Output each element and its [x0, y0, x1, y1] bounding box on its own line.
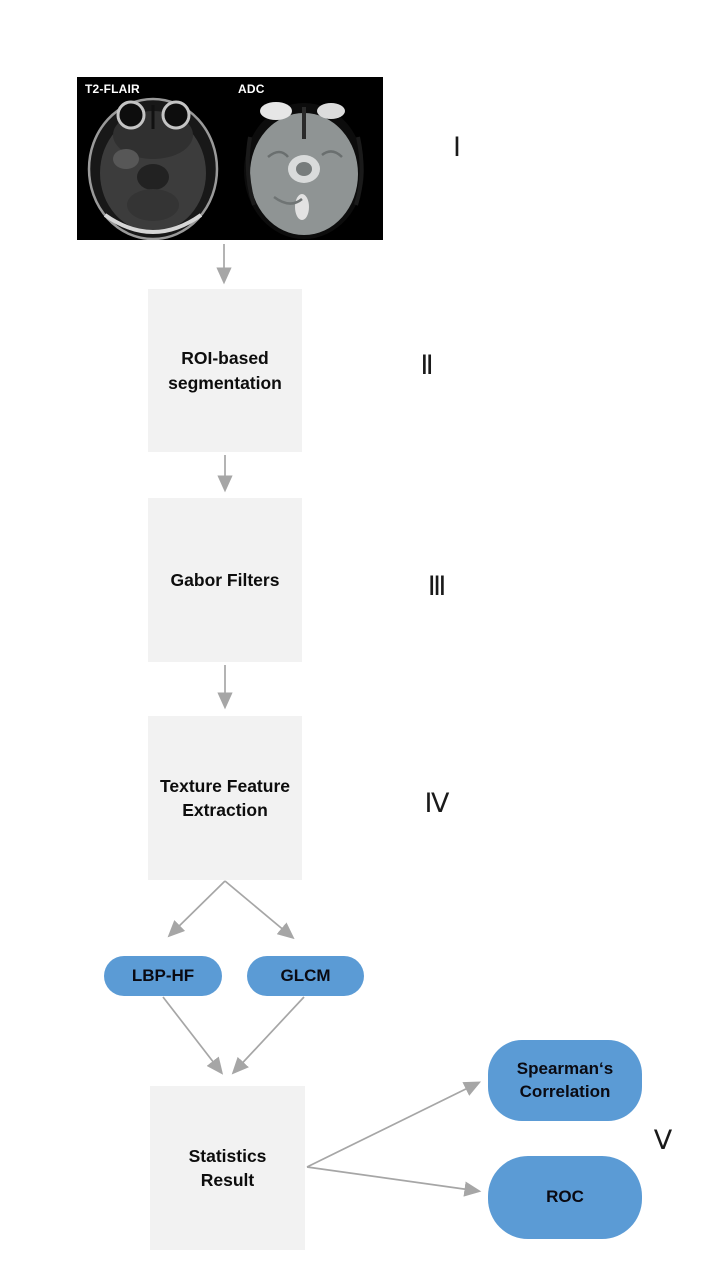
stage-numeral-2: Ⅱ — [420, 350, 434, 381]
t2-flair-label: T2-FLAIR — [85, 82, 140, 96]
stage-numeral-4: Ⅳ — [424, 788, 450, 819]
statistics-result-box: Statistics Result — [150, 1086, 305, 1250]
roc-label: ROC — [546, 1187, 584, 1207]
gabor-filters-box: Gabor Filters — [148, 498, 302, 662]
roc-shape: ROC — [488, 1156, 642, 1239]
glcm-label: GLCM — [280, 966, 331, 985]
gabor-box-label: Gabor Filters — [170, 569, 280, 590]
arrow-texture-to-glcm — [224, 880, 295, 940]
roi-box-label-line2: segmentation — [168, 372, 282, 393]
texture-box-label-line1: Texture Feature — [160, 775, 290, 796]
t2-flair-scan — [77, 77, 230, 240]
mri-input-panel: T2-FLAIR ADC — [77, 77, 383, 240]
texture-box-label-line2: Extraction — [182, 800, 268, 820]
glcm-pill: GLCM — [247, 956, 364, 996]
texture-feature-extraction-box: Texture Feature Extraction — [148, 716, 302, 880]
arrow-glcm-to-stats — [231, 996, 305, 1075]
t2-flair-brain-image — [87, 97, 219, 240]
roi-segmentation-box: ROI-based segmentation — [148, 289, 302, 452]
adc-label: ADC — [238, 82, 265, 96]
spearman-label-line1: Spearman‘s — [516, 1058, 614, 1078]
stage-numeral-1: Ⅰ — [453, 132, 461, 163]
arrow-lbp-to-stats — [162, 996, 224, 1075]
lbp-hf-pill: LBP-HF — [104, 956, 222, 996]
stats-box-label-line1: Statistics — [188, 1145, 267, 1166]
spearman-label-line2: Correlation — [519, 1081, 611, 1101]
adc-brain-image — [244, 102, 364, 239]
adc-scan — [230, 77, 383, 240]
lbp-hf-label: LBP-HF — [131, 966, 195, 985]
stage-numeral-3: Ⅲ — [427, 571, 447, 602]
stage-numeral-5: Ⅴ — [653, 1125, 673, 1156]
arrow-stats-to-spearman — [306, 1081, 482, 1168]
arrow-stats-to-roc — [306, 1166, 482, 1197]
stats-box-label-line2: Result — [200, 1170, 255, 1190]
spearman-correlation-shape: Spearman‘s Correlation — [488, 1040, 642, 1121]
arrow-texture-to-lbp — [167, 880, 226, 938]
roi-box-label-line1: ROI-based — [181, 348, 269, 368]
